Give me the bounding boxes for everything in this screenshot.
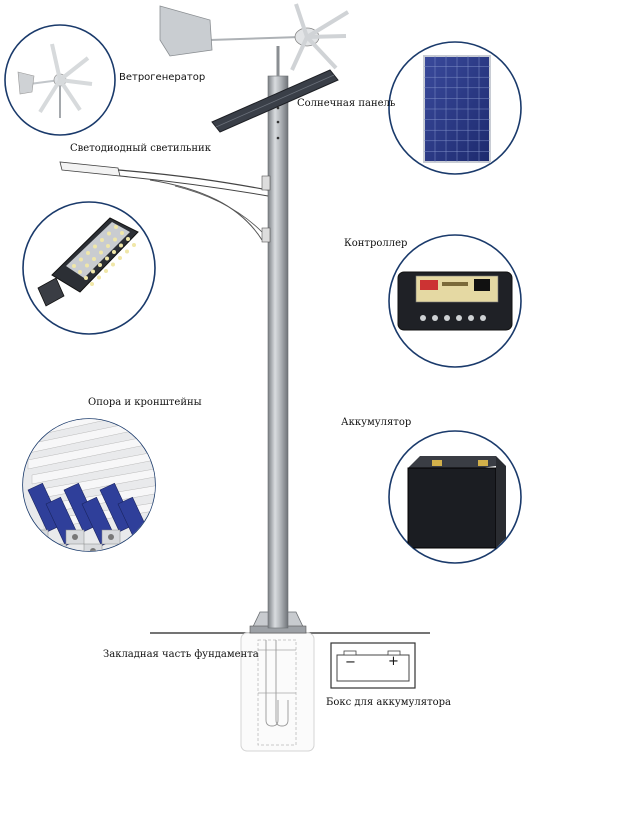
battery-minus-symbol: − (345, 655, 356, 670)
label-battery-box: Бокс для аккумулятора (326, 697, 451, 708)
label-solar-panel: Солнечная панель (297, 98, 396, 109)
pole-wind-turbine (159, 3, 350, 76)
wind-generator-detail (4, 24, 116, 136)
solar-panel-detail (388, 41, 522, 175)
label-battery: Аккумулятор (341, 417, 412, 428)
label-pole-brackets: Опора и кронштейны (88, 397, 202, 408)
controller-detail (388, 234, 522, 368)
battery-plus-symbol: + (388, 654, 399, 669)
label-controller: Контроллер (344, 238, 408, 249)
battery-detail (388, 430, 522, 564)
label-foundation: Закладная часть фундамента (103, 649, 259, 660)
foundation-embed (240, 632, 315, 752)
label-led-lamp: Светодиодный светильник (70, 143, 211, 154)
main-pole (267, 75, 289, 629)
pole-brackets-detail (22, 418, 156, 552)
battery-box-symbol (330, 642, 416, 689)
lamp-arm (59, 161, 271, 243)
pole-solar-panel (211, 69, 339, 133)
led-lamp-detail (22, 201, 156, 335)
label-wind-generator: Ветрогенератор (119, 72, 206, 83)
